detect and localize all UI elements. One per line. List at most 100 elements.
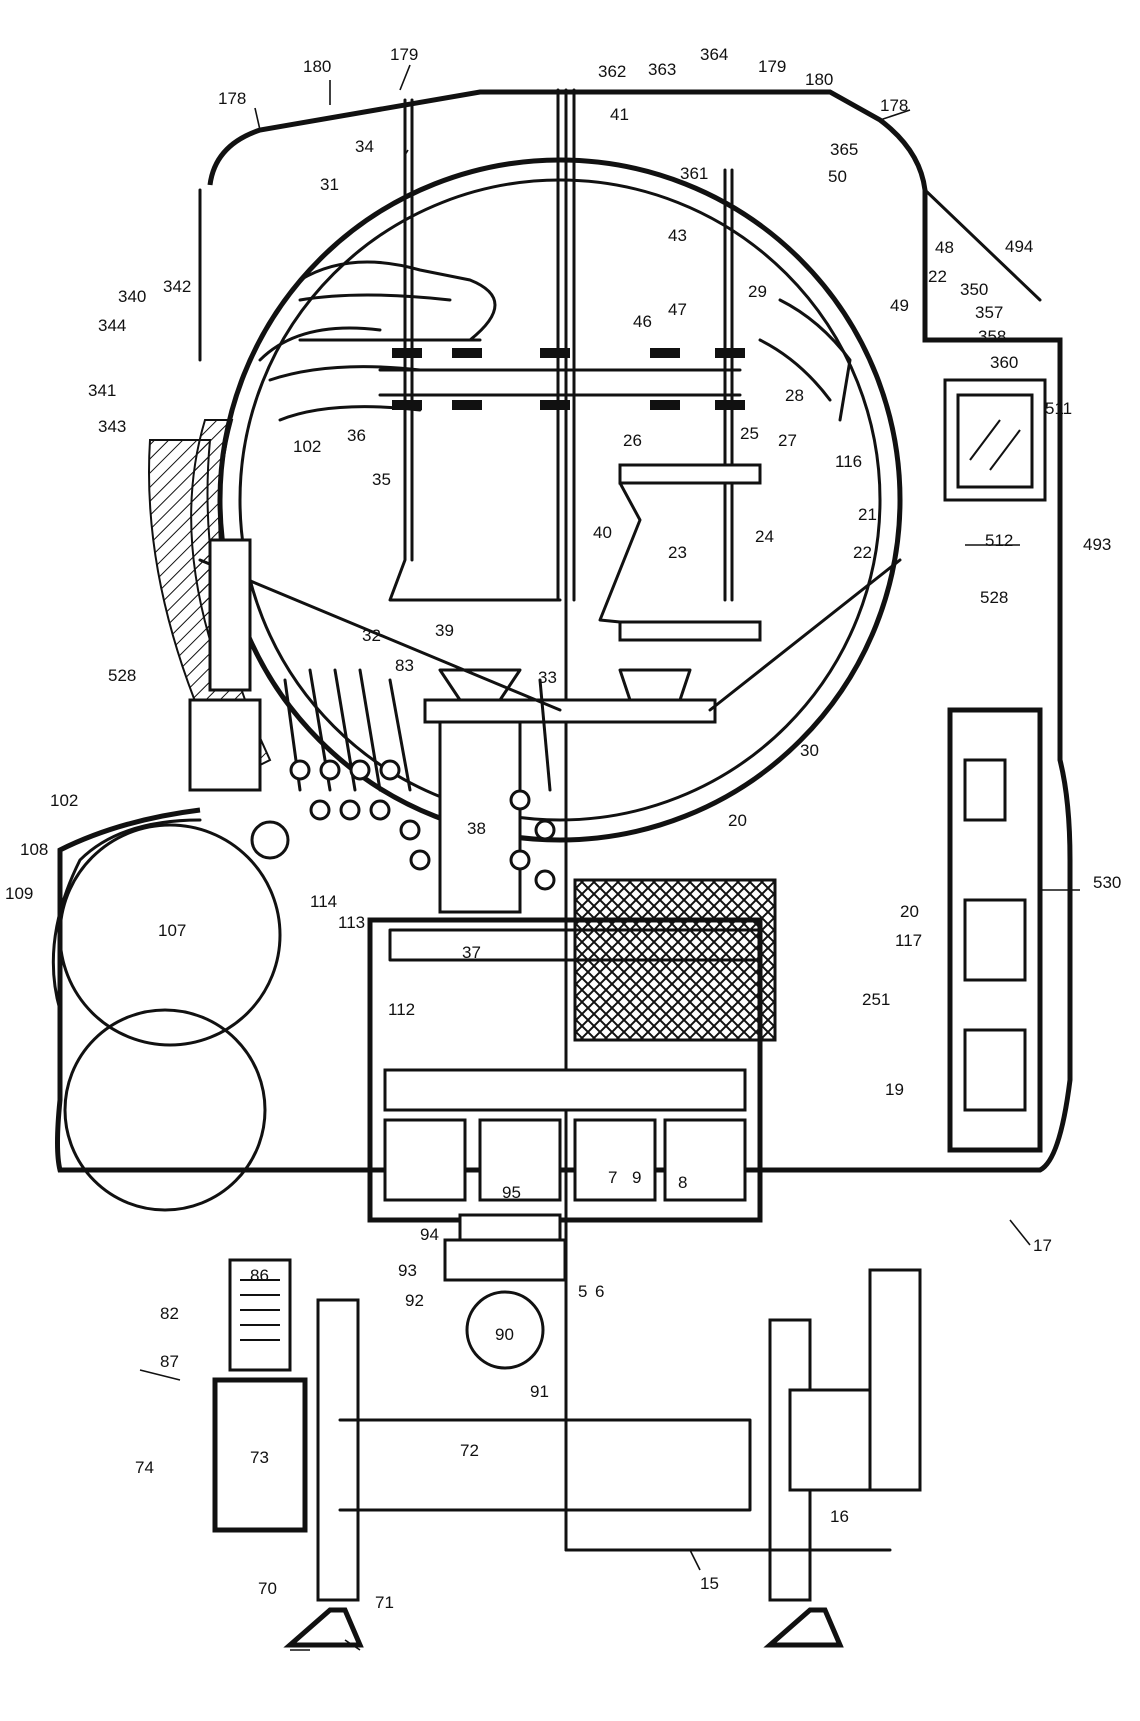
label-36: 36: [347, 426, 366, 445]
label-95: 95: [502, 1183, 521, 1202]
boiler-shell: [148, 157, 903, 843]
label-38: 38: [467, 819, 486, 838]
label-22: 22: [928, 267, 947, 286]
label-49: 49: [890, 296, 909, 315]
pipe-34: [388, 98, 562, 602]
label-7: 7: [608, 1168, 617, 1187]
label-28: 28: [785, 386, 804, 405]
label-20: 20: [728, 811, 747, 830]
label-493: 493: [1083, 535, 1111, 554]
reference-labels: 180 179 178 362 363 364 179 180 178 34 4…: [5, 45, 1121, 1612]
label-48: 48: [935, 238, 954, 257]
label-350: 350: [960, 280, 988, 299]
label-364: 364: [700, 45, 728, 64]
label-74: 74: [135, 1458, 154, 1477]
equipment-box-511-512: [943, 378, 1047, 502]
label-16: 16: [830, 1507, 849, 1526]
label-21: 21: [858, 505, 877, 524]
left-tanks: [51, 538, 290, 1212]
truck-assembly: [212, 1213, 922, 1648]
label-27: 27: [778, 431, 797, 450]
label-358: 358: [978, 327, 1006, 346]
label-180: 180: [805, 70, 833, 89]
label-340: 340: [118, 287, 146, 306]
label-363: 363: [648, 60, 676, 79]
label-107: 107: [158, 921, 186, 940]
label-34: 34: [355, 137, 374, 156]
label-90: 90: [495, 1325, 514, 1344]
label-117: 117: [895, 931, 922, 950]
label-32: 32: [362, 626, 381, 645]
label-25: 25: [740, 424, 759, 443]
label-83: 83: [395, 656, 414, 675]
label-528: 528: [980, 588, 1008, 607]
tube-cluster: [283, 668, 556, 891]
label-251: 251: [862, 990, 890, 1009]
label-70: 70: [258, 1579, 277, 1598]
label-19: 19: [885, 1080, 904, 1099]
label-35: 35: [372, 470, 391, 489]
label-72: 72: [460, 1441, 479, 1460]
label-22: 22: [853, 543, 872, 562]
label-33: 33: [538, 668, 557, 687]
label-23: 23: [668, 543, 687, 562]
label-24: 24: [755, 527, 774, 546]
label-179: 179: [390, 45, 418, 64]
label-179: 179: [758, 57, 786, 76]
diag-right: [708, 558, 902, 712]
label-26: 26: [623, 431, 642, 450]
label-31: 31: [320, 175, 339, 194]
label-17: 17: [1033, 1236, 1052, 1255]
diag-left: [198, 558, 562, 712]
flange-row: [378, 348, 745, 410]
cab-outline: [55, 89, 1073, 1173]
label-37: 37: [462, 943, 481, 962]
label-178: 178: [218, 89, 246, 108]
label-342: 342: [163, 277, 191, 296]
label-360: 360: [990, 353, 1018, 372]
label-113: 113: [338, 913, 365, 932]
label-30: 30: [800, 741, 819, 760]
label-512: 512: [985, 531, 1013, 550]
label-82: 82: [160, 1304, 179, 1323]
label-40: 40: [593, 523, 612, 542]
label-47: 47: [668, 300, 687, 319]
label-109: 109: [5, 884, 33, 903]
label-114: 114: [310, 892, 337, 911]
label-343: 343: [98, 417, 126, 436]
label-41: 41: [610, 105, 629, 124]
label-39: 39: [435, 621, 454, 640]
label-9: 9: [632, 1168, 641, 1187]
label-341: 341: [88, 381, 116, 400]
label-15: 15: [700, 1574, 719, 1593]
label-357: 357: [975, 303, 1003, 322]
cabinet-530: [947, 707, 1043, 1153]
label-71: 71: [375, 1593, 394, 1612]
label-91: 91: [530, 1382, 549, 1401]
label-362: 362: [598, 62, 626, 81]
label-116: 116: [835, 452, 862, 471]
label-530: 530: [1093, 873, 1121, 892]
label-6: 6: [595, 1282, 604, 1301]
label-102: 102: [50, 791, 78, 810]
label-73: 73: [250, 1448, 269, 1467]
label-494: 494: [1005, 237, 1033, 256]
label-46: 46: [633, 312, 652, 331]
label-29: 29: [748, 282, 767, 301]
label-365: 365: [830, 140, 858, 159]
label-108: 108: [20, 840, 48, 859]
label-180: 180: [303, 57, 331, 76]
label-528: 528: [108, 666, 136, 685]
label-92: 92: [405, 1291, 424, 1310]
label-344: 344: [98, 316, 126, 335]
label-43: 43: [668, 226, 687, 245]
label-361: 361: [680, 164, 708, 183]
label-102: 102: [293, 437, 321, 456]
leader-lines: [139, 64, 1080, 1651]
label-112: 112: [388, 1000, 415, 1019]
label-93: 93: [398, 1261, 417, 1280]
label-20: 20: [900, 902, 919, 921]
label-87: 87: [160, 1352, 179, 1371]
bracket-26-27: [598, 463, 762, 642]
